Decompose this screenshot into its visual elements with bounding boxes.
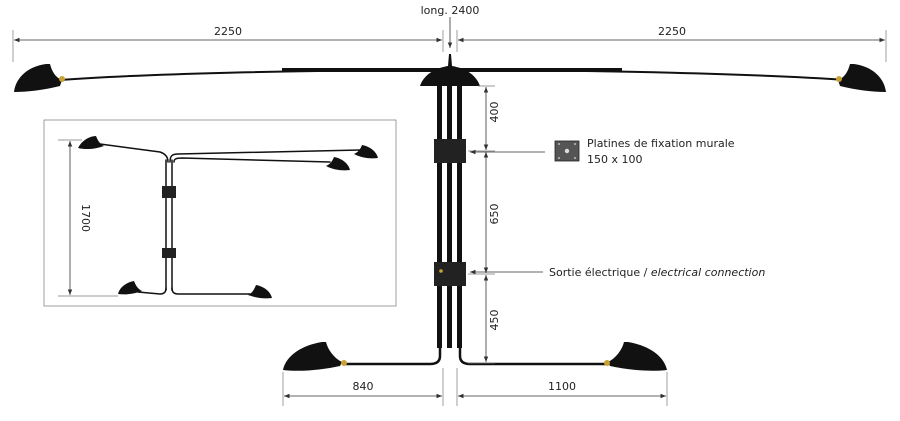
bottom-dimensions: 840 1100 bbox=[282, 368, 668, 406]
swivel-bottom-right bbox=[604, 360, 610, 366]
inset-plate-lower bbox=[162, 248, 176, 258]
inset-shade-lower-right bbox=[248, 285, 272, 299]
arm-bottom-left bbox=[343, 343, 442, 366]
shade-bottom-left bbox=[283, 342, 347, 371]
shade-top-center bbox=[420, 54, 480, 86]
tube-right bbox=[457, 86, 462, 348]
mounting-plate-label: Platines de fixation murale bbox=[587, 137, 735, 150]
main-lamp bbox=[14, 54, 886, 371]
inset-arm-upper-right bbox=[169, 149, 361, 163]
shade-top-right bbox=[836, 64, 886, 92]
dim-v-bottom: 450 bbox=[488, 310, 501, 331]
swivel-top-right bbox=[836, 76, 842, 82]
inset-arm-upper-right-2 bbox=[173, 157, 331, 163]
inset-plate-upper bbox=[162, 186, 176, 198]
wall-plate-lower bbox=[434, 262, 466, 286]
electrical-point bbox=[439, 269, 443, 273]
dim-top-left: 2250 bbox=[214, 25, 242, 38]
inset-shade-upper-left bbox=[78, 136, 104, 150]
inset-shade-upper-right bbox=[354, 145, 378, 159]
electrical-label: Sortie électrique / electrical connectio… bbox=[549, 266, 765, 279]
dim-top-right: 2250 bbox=[658, 25, 686, 38]
mounting-plate-size: 150 x 100 bbox=[587, 153, 643, 166]
dim-v-top: 400 bbox=[488, 102, 501, 123]
swivel-top-left bbox=[59, 76, 65, 82]
dim-bottom-left: 840 bbox=[353, 380, 374, 393]
inset-arm-upper-left bbox=[99, 143, 169, 163]
tube-left bbox=[437, 86, 442, 348]
vertical-dimensions: 400 650 450 bbox=[468, 85, 501, 364]
electrical-label-en: electrical connection bbox=[651, 266, 766, 279]
electrical-label-fr: Sortie électrique / bbox=[549, 266, 651, 279]
dim-bottom-right: 1100 bbox=[548, 380, 576, 393]
shade-top-left bbox=[14, 64, 65, 92]
dim-inset-height: 1700 bbox=[79, 204, 92, 232]
swivel-bottom-left bbox=[341, 360, 347, 366]
inset-shade-lower-left bbox=[118, 281, 142, 295]
electrical-callout: Sortie électrique / electrical connectio… bbox=[470, 266, 765, 279]
dim-total-length: long. 2400 bbox=[421, 4, 480, 17]
shade-bottom-right bbox=[604, 342, 667, 371]
dim-v-mid: 650 bbox=[488, 204, 501, 225]
top-dimensions: long. 2400 2250 2250 bbox=[12, 4, 887, 62]
inset-arm-lower-left bbox=[137, 287, 167, 295]
inset-shade-middle-right bbox=[326, 157, 350, 171]
tube-center bbox=[447, 86, 452, 348]
inset-side-view: 1700 bbox=[43, 119, 397, 307]
inset-arm-lower-right bbox=[171, 287, 251, 295]
mounting-plate-callout: Platines de fixation murale 150 x 100 bbox=[470, 137, 735, 166]
wall-plate-upper bbox=[434, 139, 466, 163]
arm-bottom-right bbox=[458, 343, 610, 366]
